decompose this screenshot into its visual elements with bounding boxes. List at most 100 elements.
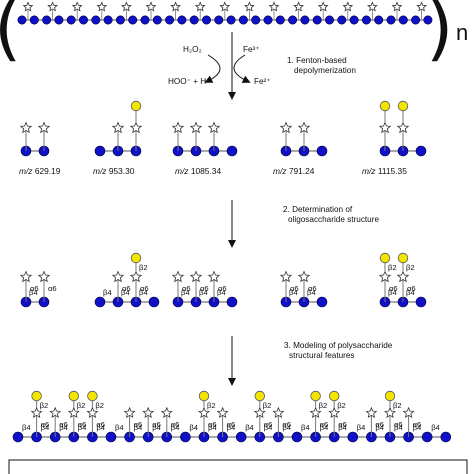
right-parenthesis: ) xyxy=(426,0,453,69)
beta2-label: β2 xyxy=(337,401,346,410)
xylose-star-icon xyxy=(328,406,341,419)
glucose-circle-icon xyxy=(152,15,162,25)
beta4-label: β4 xyxy=(375,423,384,432)
xylose-star-icon xyxy=(378,121,392,134)
glucose-circle-icon xyxy=(214,15,224,25)
glucose-circle-icon xyxy=(115,15,125,25)
glucose-circle-icon xyxy=(361,15,371,25)
beta4-label: β4 xyxy=(227,423,236,432)
glucose-circle-icon xyxy=(189,15,199,25)
xylose-star-icon xyxy=(293,1,304,12)
glucose-circle-icon xyxy=(337,15,347,25)
xylose-star-icon xyxy=(342,1,354,12)
galactose-circle-icon xyxy=(87,390,98,402)
beta4-label: β4 xyxy=(338,423,347,432)
mz-label-2: m/z 953.30 xyxy=(93,166,135,176)
xylose-star-icon xyxy=(272,406,285,419)
xylose-star-icon xyxy=(145,1,157,12)
xylose-star-icon xyxy=(171,270,185,283)
galactose-circle-icon xyxy=(397,252,409,264)
glucose-circle-icon xyxy=(251,15,261,25)
alpha6-label: α6 xyxy=(338,420,347,429)
step3-label-line2: structural features xyxy=(289,351,355,360)
xylose-star-icon xyxy=(189,270,203,283)
glucose-circle-icon xyxy=(94,296,106,308)
xylose-star-icon xyxy=(219,1,231,12)
glucose-circle-icon xyxy=(398,15,408,25)
glucose-circle-icon xyxy=(423,15,433,25)
alpha6-label: α6 xyxy=(140,284,149,293)
glucose-circle-icon xyxy=(103,15,113,25)
beta2-label: β2 xyxy=(393,401,402,410)
xylose-star-icon xyxy=(317,1,329,12)
beta2-label: β2 xyxy=(139,263,148,272)
xylose-star-icon xyxy=(253,406,266,419)
xylose-star-icon xyxy=(19,121,33,134)
xylose-star-icon xyxy=(207,121,221,134)
galactose-circle-icon xyxy=(310,390,321,402)
alpha6-label: α6 xyxy=(227,420,236,429)
mz-label-4: m/z 791.24 xyxy=(273,166,315,176)
galactose-circle-icon xyxy=(397,100,409,112)
beta4-label: β4 xyxy=(388,288,397,297)
xylose-star-icon xyxy=(129,270,143,283)
beta2-label: β2 xyxy=(388,263,397,272)
glucose-circle-icon xyxy=(347,431,359,443)
xylose-star-icon xyxy=(37,270,51,283)
glucose-circle-icon xyxy=(128,15,138,25)
alpha6-label: α6 xyxy=(152,420,161,429)
beta4-label: β4 xyxy=(264,423,273,432)
xylose-star-icon xyxy=(71,1,83,12)
xylose-star-icon xyxy=(171,121,185,134)
oligosaccharide-row xyxy=(19,100,427,157)
galactose-circle-icon xyxy=(379,252,391,264)
xylose-star-icon xyxy=(198,406,210,419)
xylose-star-icon xyxy=(30,406,43,419)
beta4-label: β4 xyxy=(134,423,143,432)
glucose-circle-icon xyxy=(440,431,452,443)
step1-label-line1: 1. Fenton-based xyxy=(287,56,347,65)
xylose-star-icon xyxy=(123,406,136,419)
beta4-label: β4 xyxy=(320,423,329,432)
beta4-label: β4 xyxy=(152,423,161,432)
xylose-star-icon xyxy=(37,121,51,134)
beta4-label: β4 xyxy=(139,288,148,297)
glucose-circle-icon xyxy=(421,431,433,443)
beta2-label: β2 xyxy=(263,401,272,410)
beta4-label: β4 xyxy=(301,423,310,432)
glucose-circle-icon xyxy=(226,296,238,308)
xylose-star-icon xyxy=(189,121,203,134)
galactose-circle-icon xyxy=(130,252,142,264)
beta4-label: β4 xyxy=(103,288,112,297)
glucose-circle-icon xyxy=(66,15,76,25)
xylose-star-icon xyxy=(194,1,206,12)
xylose-star-icon xyxy=(111,270,125,283)
xylose-star-icon xyxy=(142,406,155,419)
glucose-circle-icon xyxy=(386,15,396,25)
xylose-star-icon xyxy=(207,270,221,283)
glucose-circle-icon xyxy=(79,15,89,25)
reaction-curve-right xyxy=(233,54,251,83)
step1-label-line2: depolymerization xyxy=(294,66,356,75)
glucose-circle-icon xyxy=(42,15,52,25)
beta4-label: β4 xyxy=(59,423,68,432)
beta4-label: β4 xyxy=(189,423,198,432)
alpha6-label: α6 xyxy=(171,420,180,429)
mz-label-3: m/z 1085.34 xyxy=(175,166,221,176)
xylose-star-icon xyxy=(297,121,311,134)
glucose-circle-icon xyxy=(91,15,101,25)
glucose-circle-icon xyxy=(324,15,334,25)
glucose-circle-icon xyxy=(29,15,39,25)
beta2-label: β2 xyxy=(406,263,415,272)
beta4-label: β4 xyxy=(181,288,190,297)
mz-label-1: m/z 629.19 xyxy=(19,166,61,176)
xylose-star-icon xyxy=(279,270,293,283)
alpha6-label: α6 xyxy=(375,420,384,429)
xylose-star-icon xyxy=(22,1,34,12)
beta2-label: β2 xyxy=(319,401,328,410)
glucose-circle-icon xyxy=(238,15,248,25)
beta4-label: β4 xyxy=(307,288,316,297)
top-polymer: ( ) n xyxy=(0,0,468,69)
beta4-label: β4 xyxy=(199,288,208,297)
